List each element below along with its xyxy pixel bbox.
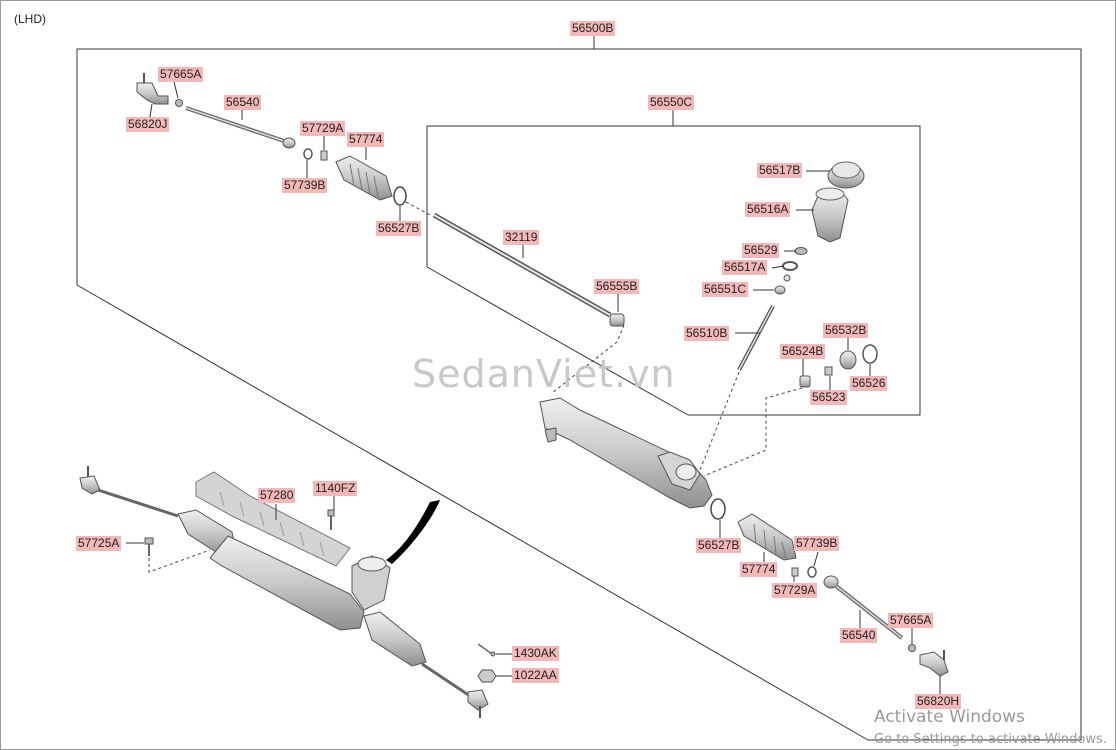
label-56526[interactable]: 56526	[850, 376, 888, 391]
housing-56516A	[811, 187, 849, 243]
label-56555B[interactable]: 56555B	[594, 279, 640, 294]
label-56540-bottom[interactable]: 56540	[840, 628, 878, 643]
cap-56517B	[827, 161, 865, 189]
label-57774-top[interactable]: 57774	[347, 132, 385, 147]
label-57729A-bottom[interactable]: 57729A	[772, 583, 818, 598]
label-56516A[interactable]: 56516A	[745, 202, 791, 217]
label-57729A-top[interactable]: 57729A	[300, 121, 346, 136]
gear-housing-main	[539, 397, 713, 509]
label-56820J[interactable]: 56820J	[126, 117, 170, 132]
assembly-outline-56550C	[426, 125, 921, 416]
activate-windows-subtitle: Go to Settings to activate Windows.	[874, 732, 1107, 747]
label-1022AA[interactable]: 1022AA	[512, 668, 559, 683]
label-32119[interactable]: 32119	[503, 230, 540, 245]
label-57774-bottom[interactable]: 57774	[740, 562, 778, 577]
label-56532B[interactable]: 56532B	[823, 323, 869, 338]
label-56523[interactable]: 56523	[810, 390, 848, 405]
label-56524B[interactable]: 56524B	[780, 344, 826, 359]
heat-shield-57280	[195, 471, 351, 567]
label-56551C[interactable]: 56551C	[702, 282, 749, 297]
assembled-rack	[79, 466, 489, 718]
label-56500B[interactable]: 56500B	[570, 21, 616, 36]
label-56529[interactable]: 56529	[742, 243, 780, 258]
watermark-text: SedanViet.vn	[412, 352, 676, 396]
tie-rod-end-56820J	[136, 73, 169, 105]
label-57725A[interactable]: 57725A	[76, 536, 122, 551]
label-56517B[interactable]: 56517B	[757, 163, 803, 178]
activate-windows-title: Activate Windows	[874, 707, 1025, 727]
detail-callout-leader	[386, 500, 440, 564]
label-56527B-top[interactable]: 56527B	[376, 221, 422, 236]
label-56820H[interactable]: 56820H	[915, 694, 962, 709]
variant-label: (LHD)	[14, 12, 46, 26]
bolt-1140FZ	[327, 509, 335, 530]
bolt-57725A	[144, 537, 154, 556]
boot-57774-top	[335, 155, 393, 201]
boot-57774-bottom	[737, 513, 797, 561]
label-56527B-bottom[interactable]: 56527B	[696, 538, 742, 553]
label-1430AK[interactable]: 1430AK	[512, 646, 559, 661]
label-57665A-top[interactable]: 57665A	[158, 67, 204, 82]
label-57739B-top[interactable]: 57739B	[282, 178, 328, 193]
label-57739B-bottom[interactable]: 57739B	[794, 536, 840, 551]
label-56540-top[interactable]: 56540	[224, 95, 262, 110]
label-57665A-bottom[interactable]: 57665A	[888, 613, 934, 628]
tie-rod-end-56820H	[919, 650, 949, 677]
assembly-outline-56500B	[76, 48, 1082, 741]
label-1140FZ[interactable]: 1140FZ	[313, 481, 358, 496]
label-56510B[interactable]: 56510B	[684, 326, 730, 341]
label-56550C[interactable]: 56550C	[648, 95, 695, 110]
label-56517A[interactable]: 56517A	[722, 260, 768, 275]
label-57280[interactable]: 57280	[258, 488, 296, 503]
